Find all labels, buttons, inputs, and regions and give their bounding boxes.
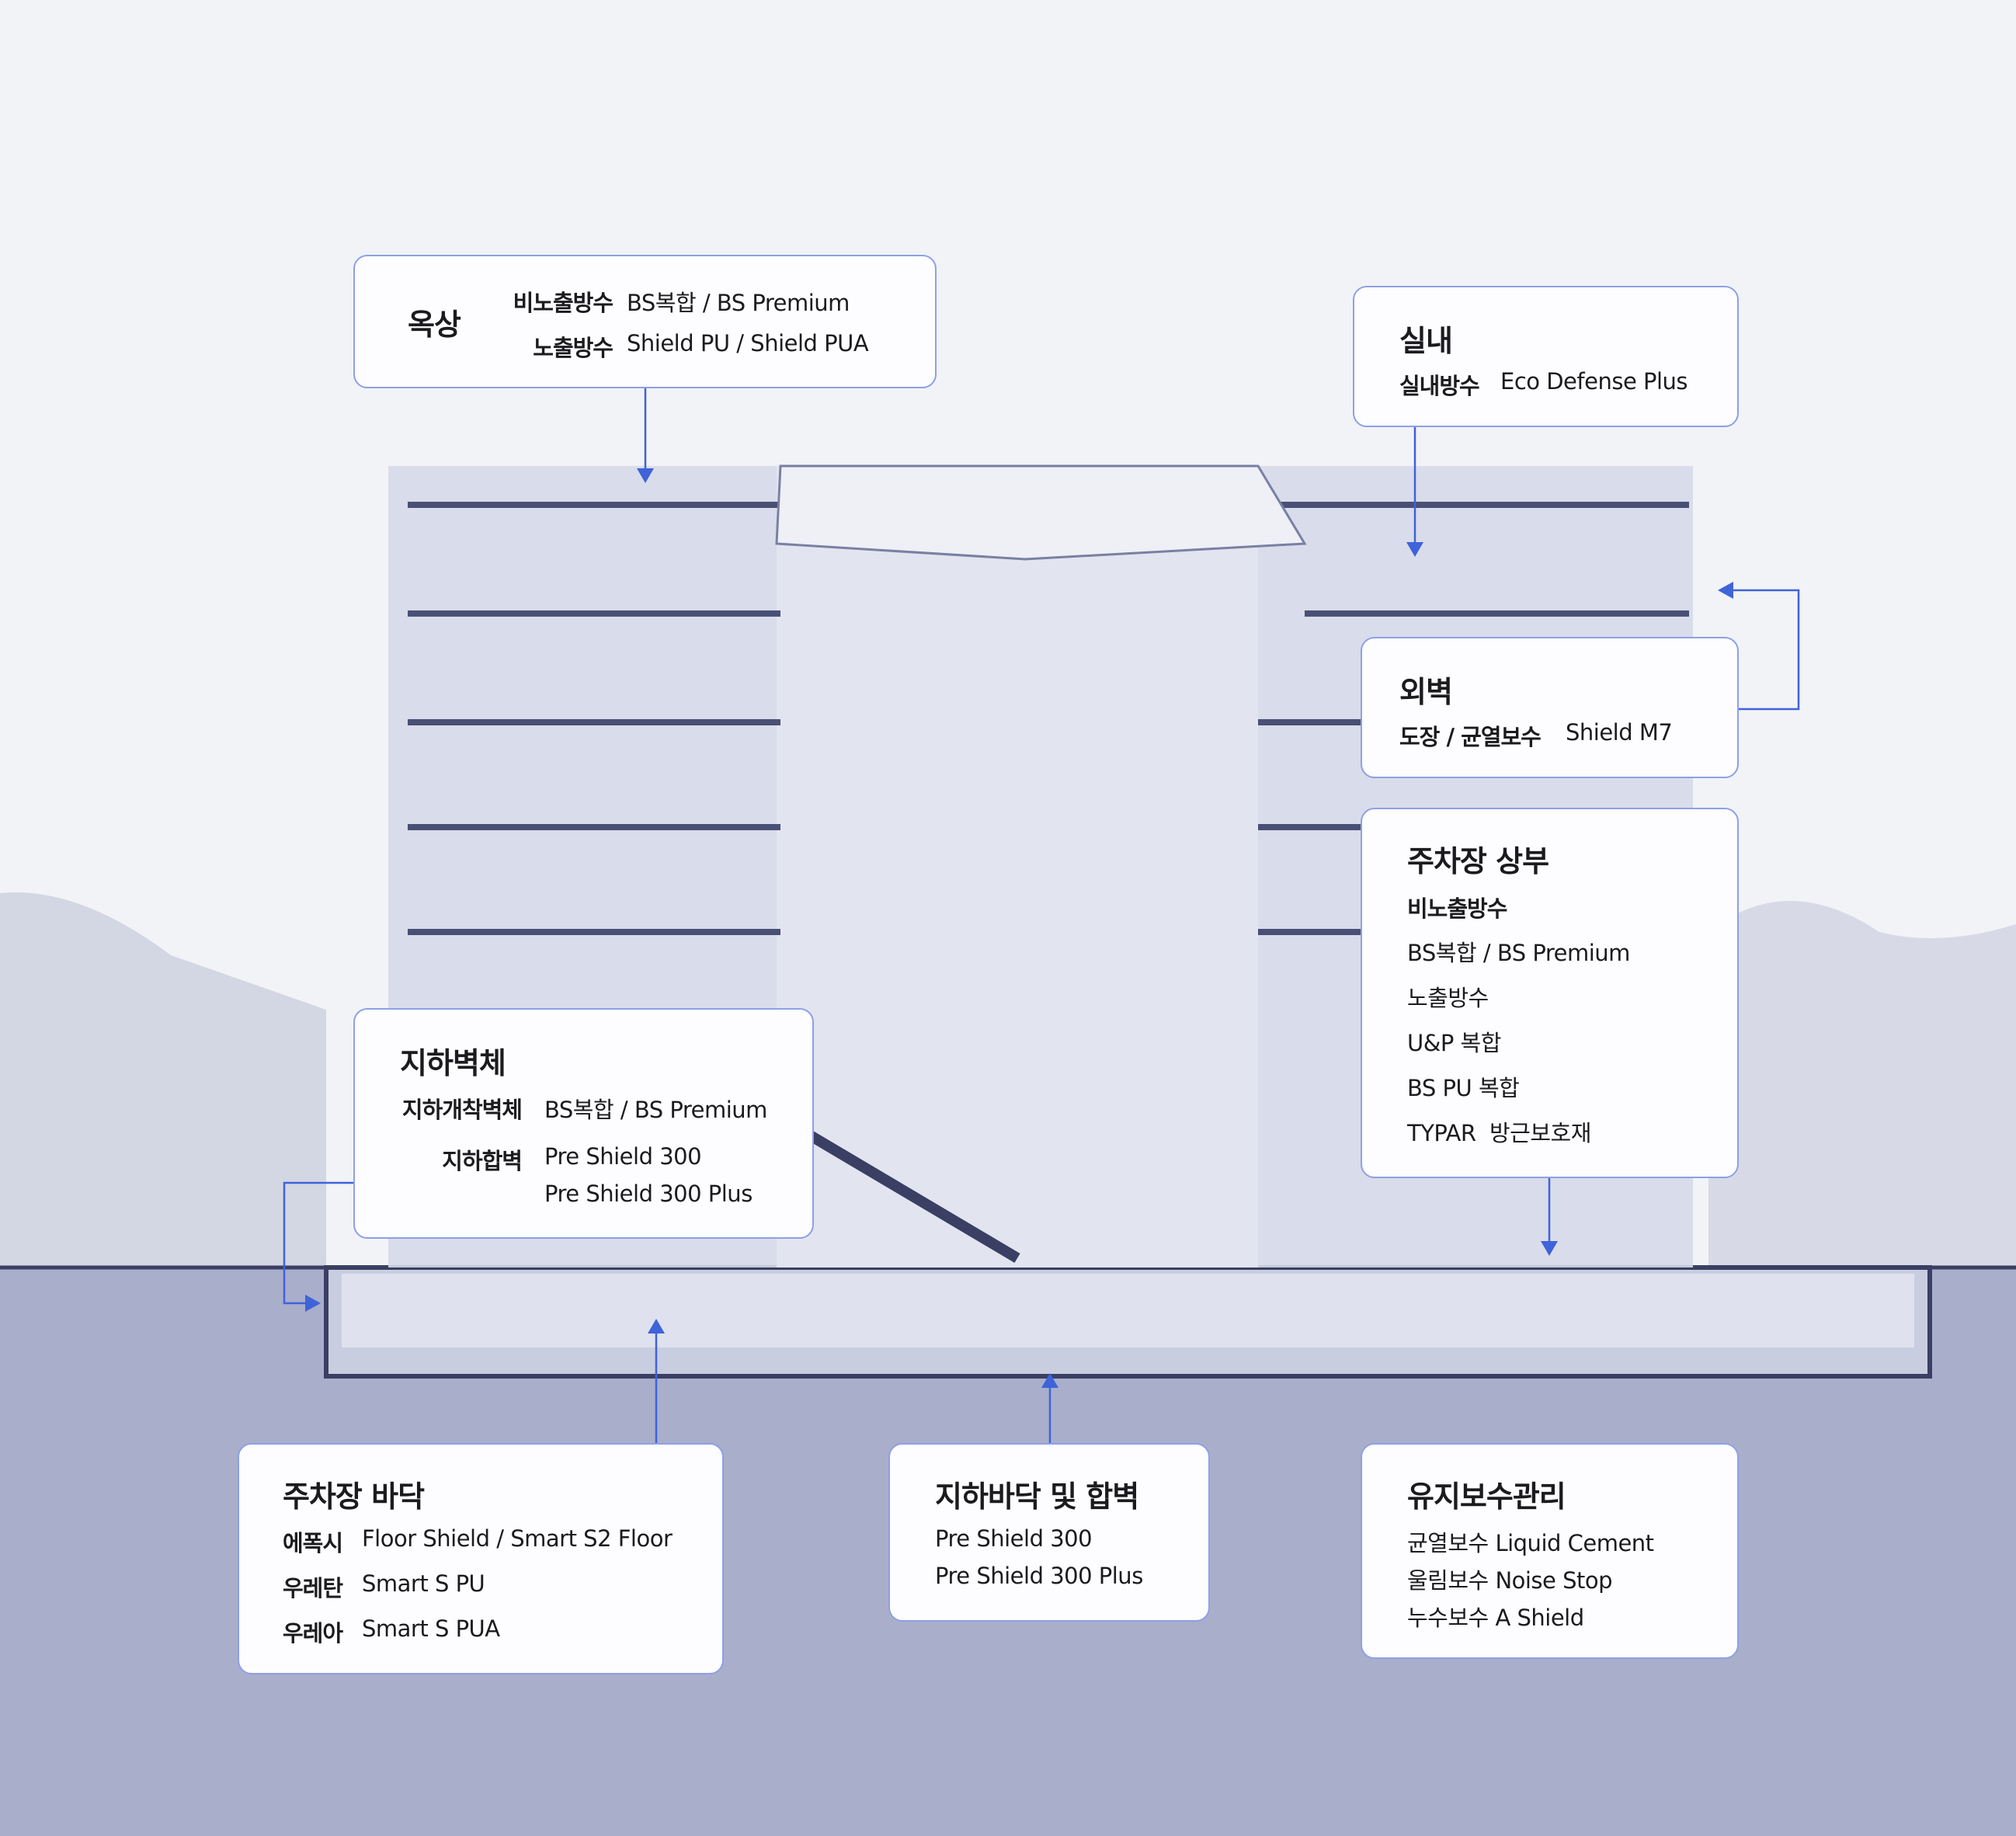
parking-top-item: 노출방수 <box>1407 985 1489 1011</box>
underground-wall-label-1: 지하개착벽체 <box>401 1097 523 1123</box>
arrow-up-icon <box>1041 1373 1058 1388</box>
exterior-title: 외벽 <box>1399 675 1453 709</box>
rooftop-callout: 옥상 비노출방수 BS복합 / BS Premium 노출방수 Shield P… <box>353 255 937 388</box>
underground-wall-title: 지하벽체 <box>400 1046 506 1080</box>
parking-floor-label-1: 에폭시 <box>283 1530 343 1556</box>
parking-top-item: U&P 복합 <box>1407 1030 1501 1056</box>
maintenance-item: 균열보수 Liquid Cement <box>1407 1530 1654 1556</box>
parking-top-subtitle: 비노출방수 <box>1407 895 1507 922</box>
underground-wall-callout: 지하벽체 지하개착벽체 BS복합 / BS Premium 지하합벽 Pre S… <box>353 1008 814 1239</box>
rooftop-label-1: 비노출방수 <box>513 290 613 316</box>
parking-floor-value-2: Smart S PU <box>362 1570 485 1597</box>
exterior-callout: 외벽 도장 / 균열보수 Shield M7 <box>1361 637 1739 778</box>
parking-floor-value-3: Smart S PUA <box>362 1615 500 1642</box>
basement-item: Pre Shield 300 <box>935 1525 1093 1552</box>
parking-top-item: TYPAR 방근보호재 <box>1407 1120 1591 1146</box>
rooftop-value-1: BS복합 / BS Premium <box>627 290 850 316</box>
arrow-left-icon <box>1718 582 1733 599</box>
exterior-value: Shield M7 <box>1566 719 1673 746</box>
rooftop-title: 옥상 <box>408 308 461 342</box>
rooftop-label-2: 노출방수 <box>533 335 613 361</box>
parking-floor-value-1: Floor Shield / Smart S2 Floor <box>362 1525 673 1552</box>
parking-top-title: 주차장 상부 <box>1407 844 1549 878</box>
basement-title: 지하바닥 및 합벽 <box>935 1480 1139 1514</box>
indoor-value: Eco Defense Plus <box>1500 368 1688 395</box>
parking-floor-label-2: 우레탄 <box>283 1575 343 1601</box>
exterior-label: 도장 / 균열보수 <box>1399 724 1542 750</box>
indoor-callout: 실내 실내방수 Eco Defense Plus <box>1353 286 1739 427</box>
parking-top-item: BS복합 / BS Premium <box>1407 940 1630 966</box>
basement-callout: 지하바닥 및 합벽 Pre Shield 300 Pre Shield 300 … <box>888 1443 1210 1622</box>
basement-item: Pre Shield 300 Plus <box>935 1563 1143 1589</box>
parking-top-callout: 주차장 상부 비노출방수 BS복합 / BS Premium 노출방수 U&P … <box>1361 808 1739 1178</box>
arrow-down-icon <box>1406 542 1423 557</box>
hill-right <box>1708 901 2016 1274</box>
indoor-title: 실내 <box>1399 324 1453 358</box>
arrow-down-icon <box>637 468 654 483</box>
arrow-up-icon <box>648 1319 665 1334</box>
parking-floor-callout: 주차장 바닥 에폭시 Floor Shield / Smart S2 Floor… <box>238 1443 724 1674</box>
maintenance-title: 유지보수관리 <box>1407 1480 1566 1514</box>
underground-wall-value-3: Pre Shield 300 Plus <box>544 1181 753 1207</box>
maintenance-item: 누수보수 A Shield <box>1407 1605 1584 1631</box>
maintenance-callout: 유지보수관리 균열보수 Liquid Cement 울림보수 Noise Sto… <box>1361 1443 1739 1659</box>
maintenance-item: 울림보수 Noise Stop <box>1407 1567 1613 1594</box>
indoor-label: 실내방수 <box>1399 373 1480 399</box>
hill-left <box>0 892 326 1274</box>
parking-floor-label-3: 우레아 <box>283 1620 343 1646</box>
rooftop-value-2: Shield PU / Shield PUA <box>627 330 869 356</box>
underground-wall-value-1: BS복합 / BS Premium <box>544 1097 767 1123</box>
underground-wall-label-2: 지하합벽 <box>442 1148 523 1174</box>
parking-top-item: BS PU 복합 <box>1407 1075 1520 1101</box>
parking-floor-title: 주차장 바닥 <box>283 1480 425 1514</box>
arrow-right-icon <box>305 1295 321 1312</box>
arrow-down-icon <box>1541 1241 1558 1256</box>
underground-wall-value-2: Pre Shield 300 <box>544 1143 702 1170</box>
